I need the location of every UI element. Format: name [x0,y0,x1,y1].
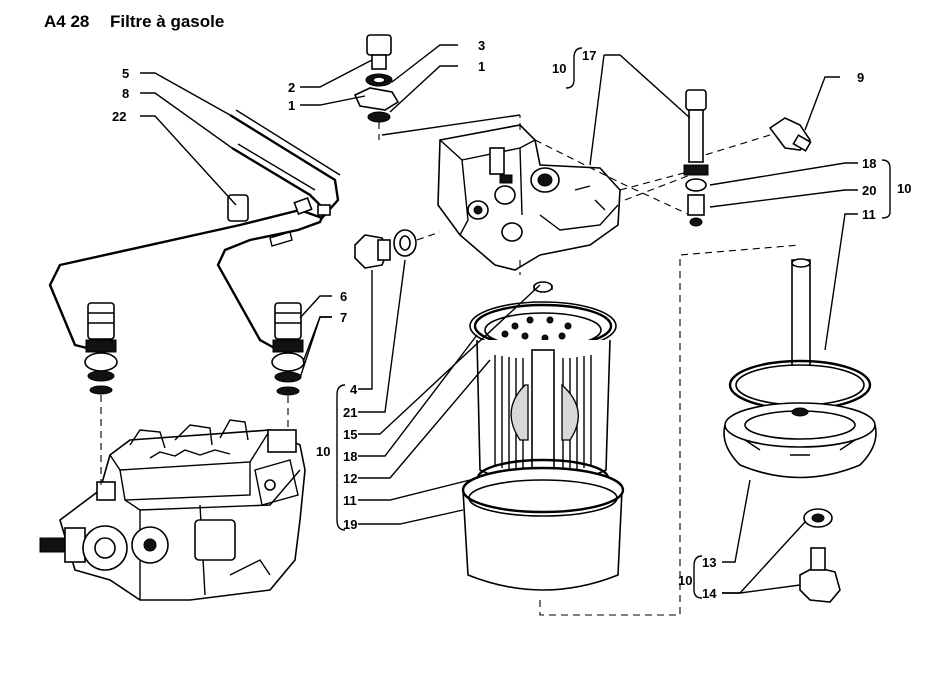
bleed-screw-assembly [683,89,812,227]
callout-10: 10 [316,444,330,459]
callout-21: 21 [343,405,357,420]
callout-1: 1 [478,59,485,74]
figure-code: A4 28 [44,12,90,31]
callout-10: 10 [897,181,911,196]
water-separator-bowl [723,258,877,603]
callout-18: 18 [862,156,876,171]
callout-4: 4 [350,382,358,397]
callout-3: 3 [478,38,485,53]
filter-head [381,114,621,271]
callout-6: 6 [340,289,347,304]
callout-10: 10 [678,573,692,588]
leader-lines [140,44,858,594]
bracket-10a [565,47,583,89]
callout-13: 13 [702,555,716,570]
callout-5: 5 [122,66,129,81]
callout-labels: 5 8 22 2 1 3 1 10 17 9 18 20 10 11 6 7 4… [112,38,911,601]
callout-14: 14 [702,586,717,601]
callout-20: 20 [862,183,876,198]
top-bolt-and-washers [353,34,400,140]
callout-11: 11 [343,493,357,508]
callout-7: 7 [340,310,347,325]
callout-10: 10 [552,61,566,76]
callout-2: 2 [288,80,295,95]
injection-pump [39,419,306,601]
bracket-10d [693,555,703,599]
callout-11: 11 [862,207,876,222]
callout-19: 19 [343,517,357,532]
plug-and-washer [354,229,441,269]
filter-cartridge [461,244,801,616]
filter-pleats [494,355,592,472]
callout-17: 17 [582,48,596,63]
bracket-10c [336,384,346,531]
callout-22: 22 [112,109,126,124]
callout-1: 1 [288,98,295,113]
callout-18: 18 [343,449,357,464]
banjo-right [271,302,305,430]
bracket-10b [881,159,891,219]
callout-9: 9 [857,70,864,85]
callout-12: 12 [343,471,357,486]
banjo-left [84,302,118,485]
figure-title: Filtre à gasole [110,12,225,31]
callout-8: 8 [122,86,129,101]
callout-15: 15 [343,427,357,442]
